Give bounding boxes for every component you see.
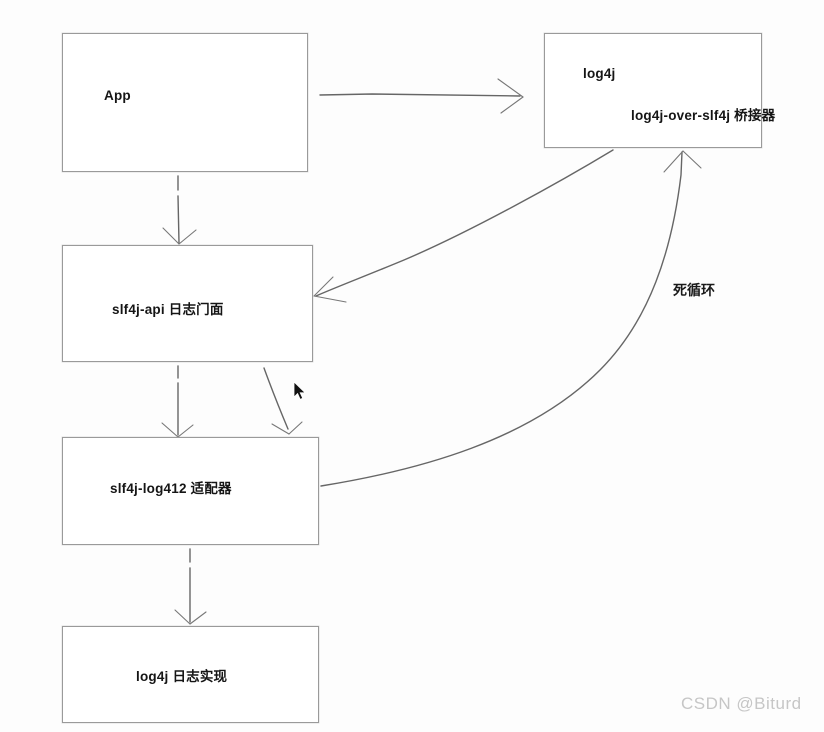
annotation-dead-loop: 死循环 — [673, 282, 715, 298]
node-log4j-impl[interactable] — [62, 626, 319, 723]
edge-adapter-to-log4j — [320, 150, 702, 487]
node-log4j-label: log4j — [583, 66, 616, 81]
edge-slf4j-api-to-adapter-left — [161, 365, 194, 438]
edge-log4j-to-slf4j-api — [313, 149, 614, 303]
edge-app-to-slf4j-api — [162, 175, 197, 245]
log4j-over-slf4j-bridge-label: log4j-over-slf4j 桥接器 — [631, 108, 776, 123]
node-log4j-impl-label: log4j 日志实现 — [136, 669, 228, 684]
node-slf4j-api-label: slf4j-api 日志门面 — [112, 302, 224, 317]
node-app-label: App — [104, 88, 131, 103]
mouse-cursor-icon — [294, 382, 306, 400]
node-log4j[interactable] — [544, 33, 762, 148]
node-slf4j-api[interactable] — [62, 245, 313, 362]
node-slf4j-log412-adapter-label: slf4j-log412 适配器 — [110, 481, 232, 496]
edge-adapter-to-impl — [174, 548, 207, 625]
csdn-watermark: CSDN @Biturd — [681, 694, 802, 713]
edge-app-to-log4j — [319, 78, 524, 114]
node-app[interactable] — [62, 33, 308, 172]
node-slf4j-log412-adapter[interactable] — [62, 437, 319, 545]
